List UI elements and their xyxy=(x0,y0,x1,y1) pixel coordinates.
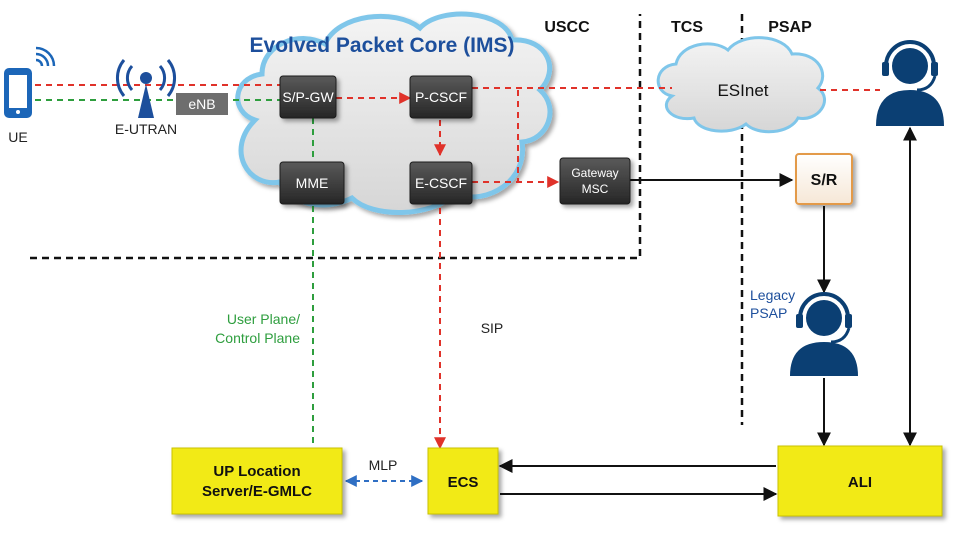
ue-label: UE xyxy=(8,129,27,145)
sr-node xyxy=(795,153,853,205)
gateway-msc-label-line2: MSC xyxy=(582,182,609,196)
up-location-server-label-line2: Server/E-GMLC xyxy=(202,483,312,500)
gateway-msc-node xyxy=(559,157,631,205)
esinet-cloud xyxy=(656,36,826,134)
user-plane-label-line2: Control Plane xyxy=(215,330,300,346)
enb-box xyxy=(176,93,228,115)
ecscf-node xyxy=(409,161,473,205)
up-location-server-label-line1: UP Location xyxy=(213,463,300,480)
legacy-psap-operator-icon xyxy=(790,292,858,376)
mlp-label: MLP xyxy=(369,457,398,473)
ali-node xyxy=(777,445,943,517)
legacy-psap-label-line2: PSAP xyxy=(750,305,787,321)
ali-label: ALI xyxy=(848,474,872,491)
antenna-icon xyxy=(116,59,176,118)
spgw-node xyxy=(279,75,337,119)
spgw-label: S/P-GW xyxy=(282,89,334,105)
sip-label: SIP xyxy=(481,320,504,336)
ecscf-label: E-CSCF xyxy=(415,175,467,191)
mme-node xyxy=(279,161,345,205)
user-plane-label-line1: User Plane/ xyxy=(227,311,300,327)
pcscf-node xyxy=(409,75,473,119)
legacy-psap-label-line1: Legacy xyxy=(750,287,795,303)
region-tcs: TCS xyxy=(671,19,703,36)
sr-label: S/R xyxy=(811,172,838,189)
mme-label: MME xyxy=(296,175,329,191)
uscc-boundary xyxy=(30,14,642,260)
psap-operator-icon xyxy=(876,40,944,126)
up-location-server-node xyxy=(171,447,343,515)
eutran-label: E-UTRAN xyxy=(115,121,177,137)
ecs-node xyxy=(427,447,499,515)
ue-phone-icon xyxy=(4,46,56,118)
gateway-msc-label-line1: Gateway xyxy=(571,166,618,180)
region-uscc: USCC xyxy=(544,19,590,36)
esinet-label: ESInet xyxy=(717,81,768,100)
enb-label: eNB xyxy=(188,96,215,112)
cloud-title: Evolved Packet Core (IMS) xyxy=(250,34,515,57)
ecs-label: ECS xyxy=(448,474,479,491)
pcscf-label: P-CSCF xyxy=(415,89,467,105)
region-psap: PSAP xyxy=(768,19,812,36)
